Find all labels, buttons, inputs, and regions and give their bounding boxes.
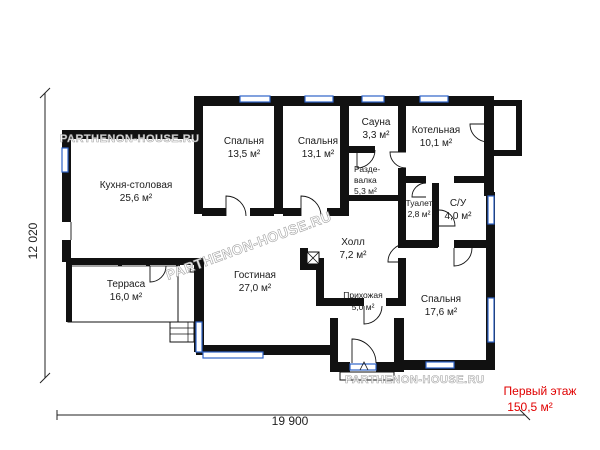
floor-caption-area: 150,5 м² xyxy=(507,400,553,414)
room-bedroom-1-area: 13,5 м² xyxy=(228,149,261,160)
room-bathroom-area: 4,0 м² xyxy=(445,211,473,222)
room-hall-area: 7,2 м² xyxy=(340,250,368,261)
watermark-bottom: PARTHENON-HOUSE.RU xyxy=(345,374,485,386)
room-kitchen-area: 25,6 м² xyxy=(120,193,153,204)
room-sauna-name: Сауна xyxy=(362,117,391,128)
room-boiler-name: Котельная xyxy=(412,125,460,136)
room-living-area: 27,0 м² xyxy=(239,283,272,294)
dimension-height-label: 12 020 xyxy=(26,222,40,259)
room-bedroom-2-name: Спальня xyxy=(298,136,338,147)
walls xyxy=(62,96,522,372)
room-bedroom-1-name: Спальня xyxy=(224,136,264,147)
room-sauna-area: 3,3 м² xyxy=(363,130,391,141)
room-boiler-area: 10,1 м² xyxy=(420,138,453,149)
room-terrace-name: Терраса xyxy=(107,279,146,290)
room-kitchen-name: Кухня-столовая xyxy=(100,180,173,191)
room-hall-name: Холл xyxy=(341,237,365,248)
room-bathroom-name: С/У xyxy=(450,198,467,209)
room-toilet-area: 2,8 м² xyxy=(408,209,431,219)
room-bedroom-3-name: Спальня xyxy=(421,294,461,305)
room-bedroom-2-area: 13,1 м² xyxy=(302,149,335,160)
room-toilet-name: Туалет xyxy=(406,198,433,208)
room-bedroom-3-area: 17,6 м² xyxy=(425,307,458,318)
floor-caption-title: Первый этаж xyxy=(504,384,577,398)
watermark-top: PARTHENON-HOUSE.RU xyxy=(60,133,200,145)
dimension-horizontal: 19 900 xyxy=(56,409,531,428)
room-living-name: Гостиная xyxy=(234,270,276,281)
dimension-vertical: 12 020 xyxy=(26,87,51,384)
floor-caption: Первый этаж 150,5 м² xyxy=(504,384,577,414)
room-terrace-area: 16,0 м² xyxy=(110,292,143,303)
dimension-width-label: 19 900 xyxy=(272,414,309,428)
windows xyxy=(61,95,495,371)
room-entry-name: Прихожая xyxy=(343,290,383,300)
room-dressing-area: 5,3 м² xyxy=(354,186,377,196)
room-dressing-name-2: валка xyxy=(354,175,377,185)
room-labels: Спальня 13,5 м² Спальня 13,1 м² Сауна 3,… xyxy=(100,117,472,318)
room-dressing-name-1: Разде- xyxy=(354,164,380,174)
doors xyxy=(70,123,489,364)
room-entry-area: 5,0 м² xyxy=(352,302,375,312)
